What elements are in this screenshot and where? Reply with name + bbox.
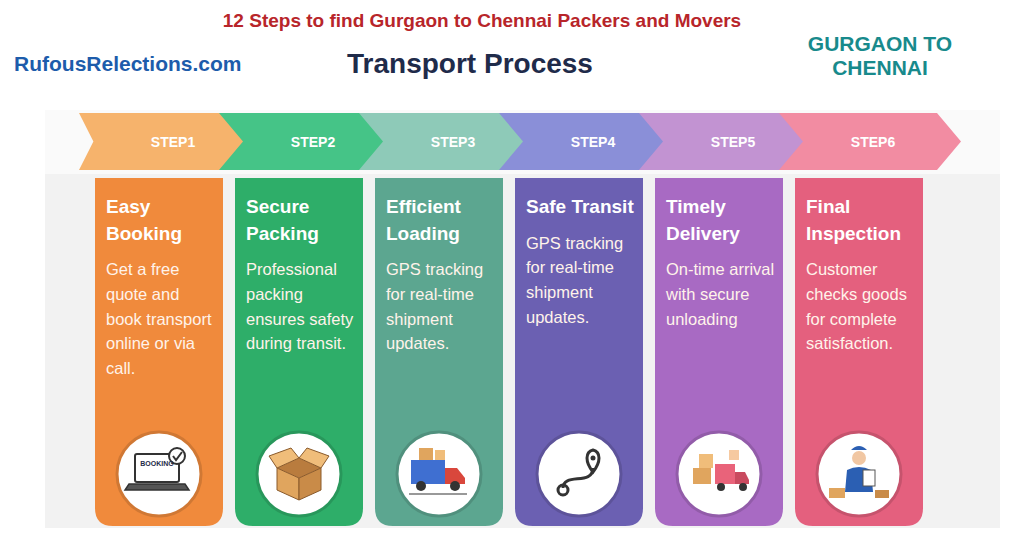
step-card: Efficient LoadingGPS tracking for real-t… xyxy=(375,178,503,526)
subtitle: Transport Process xyxy=(300,48,640,80)
step-label: STEP4 xyxy=(571,134,615,150)
card-fill xyxy=(235,178,363,526)
title: 12 Steps to find Gurgaon to Chennai Pack… xyxy=(0,10,1024,32)
card-fill xyxy=(515,178,643,526)
step-heading: Final Inspection xyxy=(806,194,915,247)
step-description: On-time arrival with secure unloading xyxy=(666,257,775,331)
step-chevron: STEP6 xyxy=(779,113,961,170)
card-fill xyxy=(655,178,783,526)
chevron-fill xyxy=(779,113,961,170)
step-description: Professional packing ensures safety duri… xyxy=(246,257,355,356)
step-icon xyxy=(693,450,749,491)
step-icon xyxy=(409,448,467,494)
band xyxy=(45,110,1000,174)
brand-logo: RufousRelections.com xyxy=(14,52,274,76)
step-heading: Secure Packing xyxy=(246,194,355,247)
step-description: Customer checks goods for complete satis… xyxy=(806,257,915,356)
step-heading: Efficient Loading xyxy=(386,194,495,247)
step-label: STEP1 xyxy=(151,134,195,150)
icon-circle xyxy=(257,432,341,516)
step-icon xyxy=(125,448,189,490)
icon-circle xyxy=(537,432,621,516)
step-icon xyxy=(558,450,599,495)
step-description: Get a free quote and book transport onli… xyxy=(106,257,215,381)
icon-circle xyxy=(117,432,201,516)
step-card: Safe TransitGPS tracking for real-time s… xyxy=(515,178,643,526)
card-fill xyxy=(95,178,223,526)
icon-circle xyxy=(817,432,901,516)
step-icon xyxy=(829,446,889,498)
step-description: GPS tracking for real-time shipment upda… xyxy=(386,257,495,356)
icon-circle xyxy=(677,432,761,516)
step-label: STEP6 xyxy=(851,134,895,150)
step-label: STEP3 xyxy=(431,134,475,150)
step-heading: Easy Booking xyxy=(106,194,215,247)
route-label: GURGAON TO CHENNAI xyxy=(780,32,980,80)
step-label: STEP2 xyxy=(291,134,335,150)
step-card: Timely DeliveryOn-time arrival with secu… xyxy=(655,178,783,526)
panel xyxy=(45,172,1000,528)
card-fill xyxy=(375,178,503,526)
step-icon xyxy=(269,448,329,500)
card-fill xyxy=(795,178,923,526)
icon-circle xyxy=(397,432,481,516)
step-description: GPS tracking for real-time shipment upda… xyxy=(526,231,635,330)
step-heading: Timely Delivery xyxy=(666,194,775,247)
step-card: Easy BookingGet a free quote and book tr… xyxy=(95,178,223,526)
step-label: STEP5 xyxy=(711,134,755,150)
step-heading: Safe Transit xyxy=(526,194,635,221)
step-card: Final InspectionCustomer checks goods fo… xyxy=(795,178,923,526)
icon-text: BOOKING xyxy=(137,460,177,468)
step-card: Secure PackingProfessional packing ensur… xyxy=(235,178,363,526)
card-shape xyxy=(515,178,643,526)
